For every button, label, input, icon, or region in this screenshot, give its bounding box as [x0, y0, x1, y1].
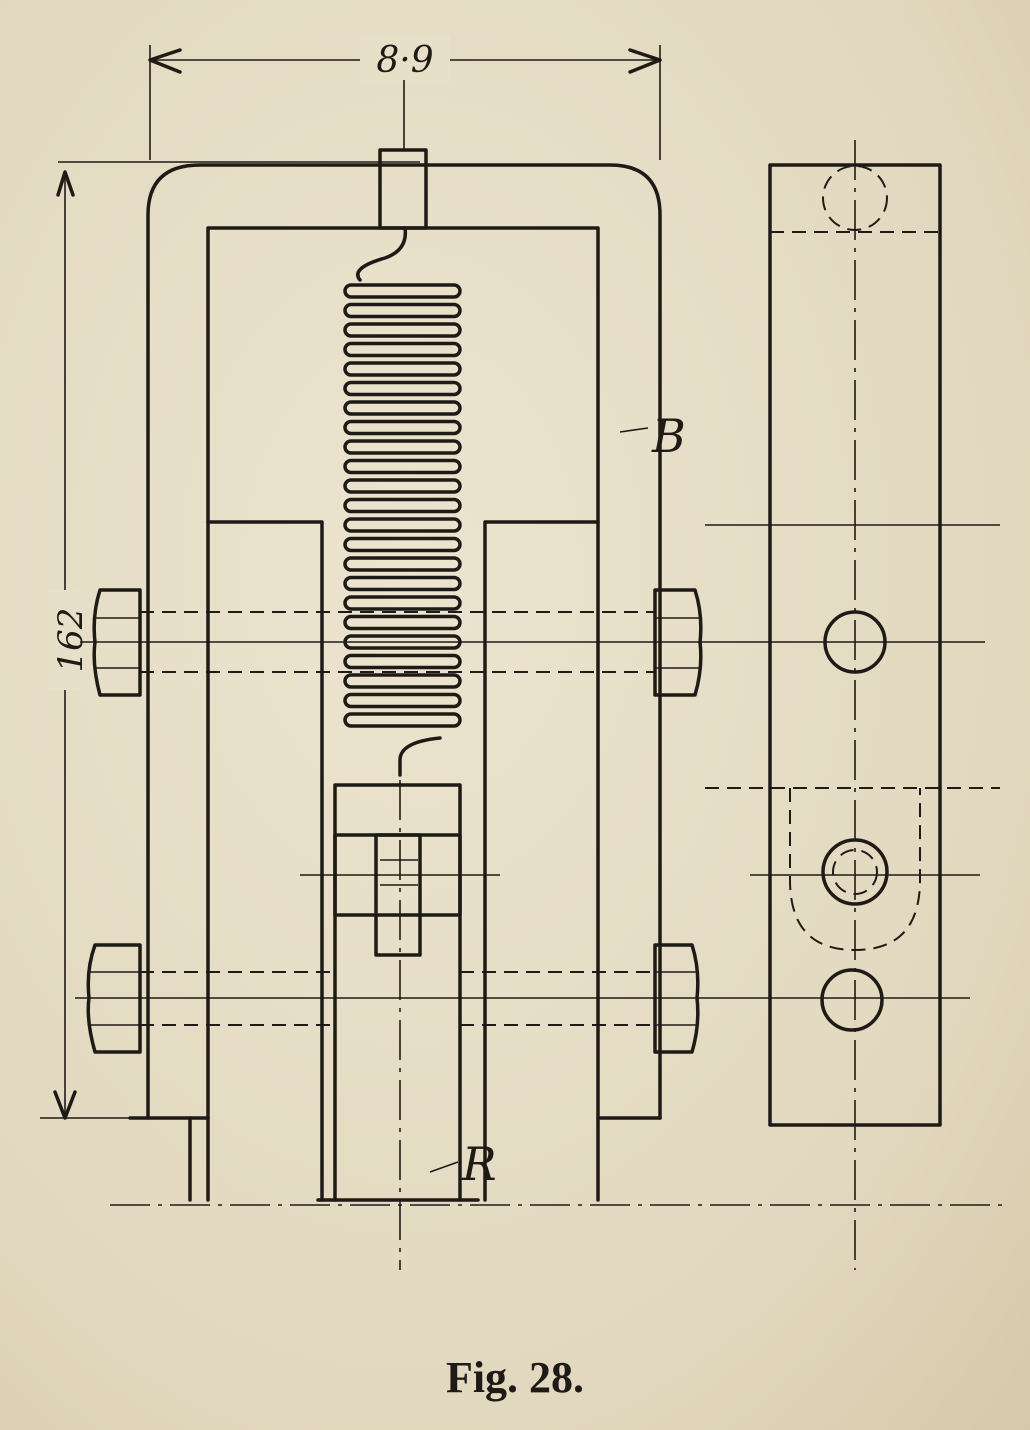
spring-coil	[343, 458, 462, 475]
u-frame	[128, 148, 662, 1202]
spring-coil	[343, 361, 462, 377]
label-b-text: B	[651, 409, 686, 463]
label-b: B	[619, 409, 686, 463]
spring-coil	[343, 478, 462, 494]
inner-plates	[206, 520, 600, 1202]
label-r: R	[429, 1137, 497, 1191]
spring-coil	[343, 283, 462, 299]
spring-coil	[343, 634, 462, 650]
spring-coil	[343, 497, 462, 514]
spring-coil	[343, 595, 462, 611]
spring-coil	[343, 712, 462, 728]
side-view	[705, 140, 1000, 1270]
bolt-upper	[80, 588, 985, 697]
spring	[343, 226, 462, 777]
spring-coil	[343, 536, 462, 553]
spring-coil	[343, 517, 462, 533]
spring-coil	[343, 575, 462, 592]
block-r	[300, 780, 500, 1270]
spring-coil	[343, 400, 462, 416]
label-r-text: R	[461, 1137, 497, 1191]
spring-coil	[343, 614, 462, 631]
spring-coil	[343, 302, 462, 319]
spring-coil	[343, 692, 462, 709]
spring-coil	[343, 673, 462, 689]
figure-caption: Fig. 28.	[445, 1353, 585, 1402]
spring-coil	[343, 419, 462, 436]
spring-coil	[343, 380, 462, 397]
spring-coil	[343, 341, 462, 358]
width-dimension: 8·9	[148, 35, 662, 160]
spring-coil	[343, 556, 462, 572]
spring-coil	[343, 322, 462, 338]
height-dimension-label: 162	[51, 608, 91, 673]
spring-coil	[343, 653, 462, 670]
width-dimension-label: 8·9	[376, 40, 433, 81]
spring-coil	[343, 439, 462, 455]
height-dimension: 162	[40, 161, 420, 1120]
